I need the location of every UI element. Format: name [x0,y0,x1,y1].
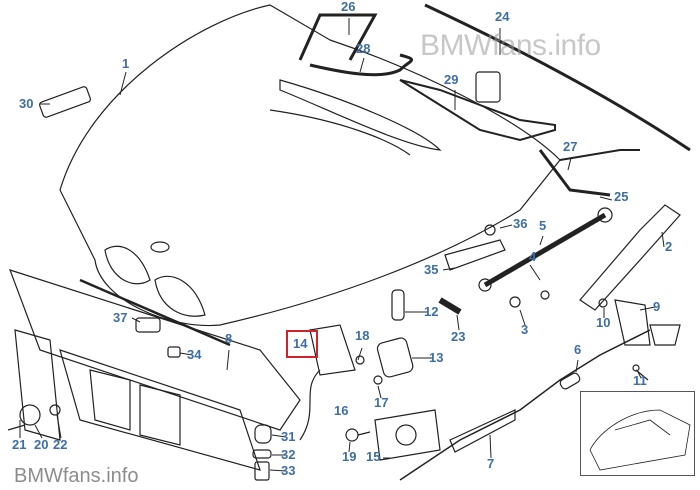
part-label-8[interactable]: 8 [225,331,233,346]
part-label-14[interactable]: 14 [293,336,308,351]
part-label-36[interactable]: 36 [513,216,528,231]
part-label-22[interactable]: 22 [53,437,68,452]
part-label-3[interactable]: 3 [521,322,529,337]
part-label-26[interactable]: 26 [341,0,356,14]
part-label-21[interactable]: 21 [12,437,27,452]
part-label-29[interactable]: 29 [444,72,459,87]
part-label-7[interactable]: 7 [487,456,495,471]
part-label-9[interactable]: 9 [653,299,661,314]
part-label-31[interactable]: 31 [281,429,296,444]
part-label-5[interactable]: 5 [539,218,547,233]
watermark-bottom: BMWfans.info [14,465,139,487]
part-label-17[interactable]: 17 [374,395,389,410]
part-label-27[interactable]: 27 [563,139,578,154]
part-label-32[interactable]: 32 [281,447,296,462]
part-label-34[interactable]: 34 [187,347,202,362]
part-label-35[interactable]: 35 [424,262,439,277]
part-label-16[interactable]: 16 [334,403,349,418]
part-label-4[interactable]: 4 [529,249,537,264]
watermark-top: BMWfans.info [420,29,601,62]
part-label-18[interactable]: 18 [355,328,370,343]
part-label-6[interactable]: 6 [574,342,582,357]
part-label-19[interactable]: 19 [342,449,357,464]
part-label-15[interactable]: 15 [366,449,381,464]
part-label-30[interactable]: 30 [19,96,34,111]
part-label-12[interactable]: 12 [424,304,439,319]
highlight-box-part-14 [286,330,318,358]
part-label-25[interactable]: 25 [614,189,629,204]
part-label-10[interactable]: 10 [596,315,611,330]
vehicle-location-inset [580,391,695,476]
hood [59,4,561,327]
part-label-37[interactable]: 37 [113,310,128,325]
part-label-33[interactable]: 33 [281,463,296,478]
part-label-11[interactable]: 11 [633,373,647,388]
front-panel [9,269,301,431]
part-label-20[interactable]: 20 [34,437,49,452]
part-label-1[interactable]: 1 [122,56,130,71]
part-label-28[interactable]: 28 [356,41,371,56]
part-label-13[interactable]: 13 [429,350,444,365]
part-label-24[interactable]: 24 [495,9,510,24]
part-label-23[interactable]: 23 [451,329,466,344]
part-label-2[interactable]: 2 [665,239,673,254]
